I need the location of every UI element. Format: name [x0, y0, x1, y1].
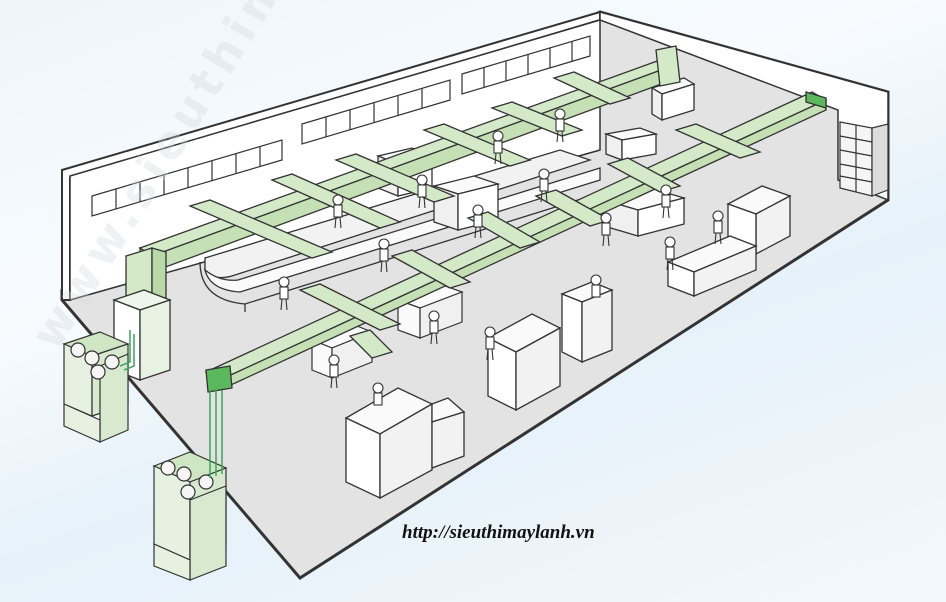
website-caption: http://sieuthimaylanh.vn — [402, 522, 595, 543]
wall-windows — [91, 35, 591, 217]
air-ducts — [112, 45, 828, 393]
storage-shelf — [839, 121, 889, 197]
refrigerant-pipes — [119, 330, 223, 478]
outdoor-units-lower — [152, 451, 228, 581]
outdoor-units-upper — [62, 331, 130, 443]
workers — [278, 108, 724, 406]
workstations-right — [666, 185, 792, 297]
